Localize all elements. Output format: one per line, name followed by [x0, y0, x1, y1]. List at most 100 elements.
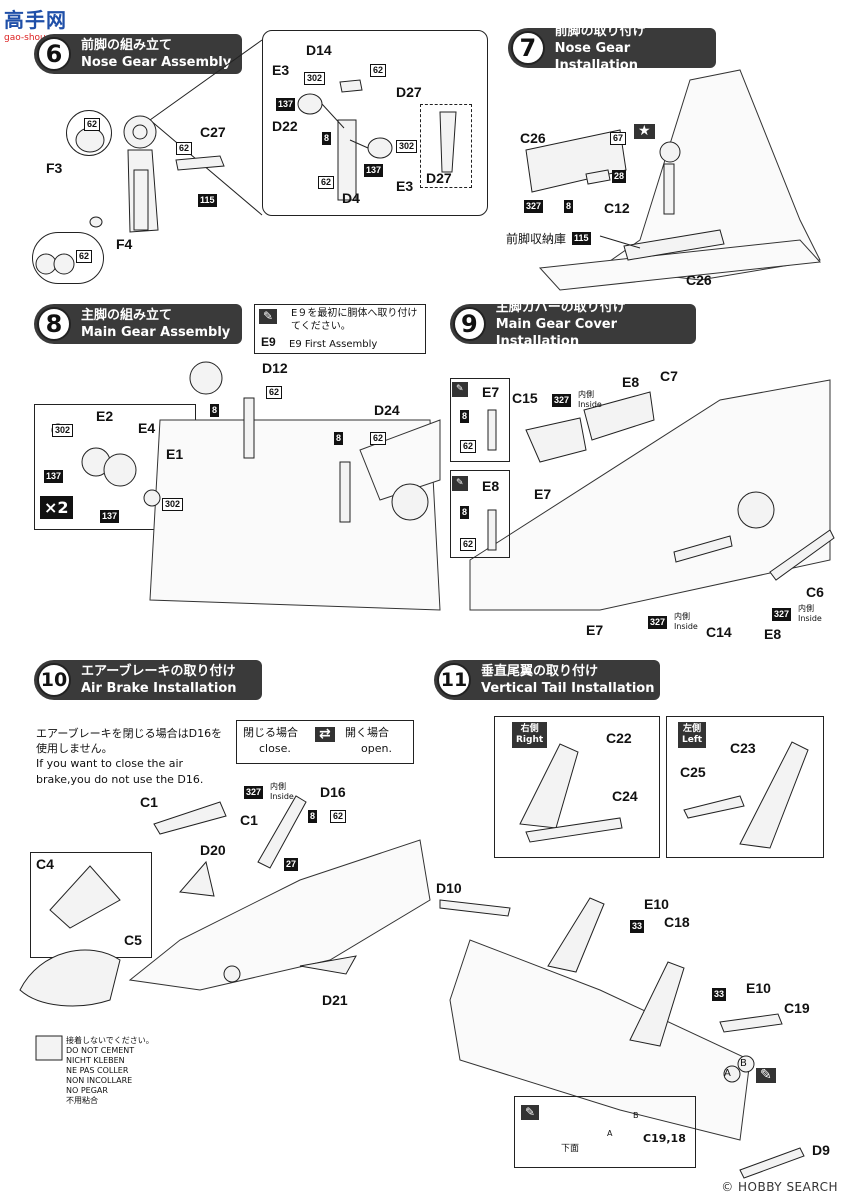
right-label-jp: 右側: [520, 724, 539, 734]
part-label: D27: [426, 170, 452, 186]
color-code: 62: [330, 810, 347, 823]
part-label: D20: [200, 842, 226, 858]
part-label: D22: [272, 118, 298, 134]
color-code: 62: [460, 538, 477, 551]
step-7-header: 7 前脚の取り付け Nose Gear Installation: [508, 24, 716, 73]
color-code: 62: [370, 432, 387, 445]
step-6-f4-callout: [32, 232, 104, 284]
no-cement-line: NON INCOLLARE: [66, 1076, 133, 1085]
down-label: 下面: [561, 1144, 580, 1154]
part-label: D27: [396, 84, 422, 100]
step-6-title-jp: 前脚の組み立て: [81, 38, 173, 53]
step-6-header: 6 前脚の組み立て Nose Gear Assembly: [34, 34, 242, 74]
color-code: 8: [460, 410, 470, 423]
part-label: D24: [374, 402, 400, 418]
watermark: © HOBBY SEARCH: [721, 1180, 838, 1194]
color-code: 62: [176, 142, 193, 155]
left-tag: 左側 Left: [678, 722, 707, 748]
color-code: 62: [266, 386, 283, 399]
part-label: C1: [240, 812, 258, 828]
part-label: C19: [784, 1000, 810, 1016]
left-label-jp: 左側: [683, 724, 702, 734]
marker-label: B: [633, 1111, 639, 1120]
color-code: 8: [210, 404, 220, 417]
color-code: 137: [364, 164, 384, 177]
color-code: 302: [52, 424, 74, 437]
inside-label-jp: 内側: [798, 604, 814, 613]
part-label: E10: [644, 896, 669, 912]
step-11-number: 11: [437, 663, 471, 697]
color-code: 8: [308, 810, 318, 823]
inside-label-en: Inside: [798, 614, 822, 623]
step-9-number: 9: [453, 307, 486, 341]
step-10-note-en: If you want to close the air brake,you d…: [36, 757, 204, 786]
part-label: E8: [764, 626, 782, 642]
quantity-badge: ×2: [40, 496, 73, 519]
left-label-en: Left: [682, 735, 703, 745]
color-code: 8: [334, 432, 344, 445]
step-10-note-jp: エアーブレーキを閉じる場合はD16を使用しません。: [36, 727, 223, 755]
step-9-e8-frame: [450, 470, 510, 558]
step-11-title-en: Vertical Tail Installation: [481, 681, 655, 696]
part-label: C22: [606, 730, 632, 746]
star-icon: ★: [634, 124, 655, 139]
step-11-title-jp: 垂直尾翼の取り付け: [481, 664, 599, 679]
no-cement-line: DO NOT CEMENT: [66, 1046, 135, 1055]
step-8-number: 8: [37, 307, 71, 341]
inside-label-jp: 内側: [674, 612, 690, 621]
step-9-title-en: Main Gear Cover Installation: [495, 316, 618, 349]
part-label: E7: [482, 384, 500, 400]
color-code: 137: [100, 510, 120, 523]
inside-label-en: Inside: [674, 622, 698, 631]
color-code: 115: [198, 194, 217, 207]
open-label-en: open.: [361, 742, 392, 755]
step-9-header: 9 主脚カバーの取り付け Main Gear Cover Installatio…: [450, 300, 696, 349]
part-label: C26: [520, 130, 546, 146]
color-code: 302: [162, 498, 184, 511]
color-code: 137: [276, 98, 296, 111]
color-code: 327: [772, 608, 792, 621]
color-code: 8: [460, 506, 470, 519]
logo-title: 高手网: [4, 8, 67, 32]
part-label: E4: [138, 420, 156, 436]
color-code: 33: [712, 988, 727, 1001]
step-9-title-jp: 主脚カバーの取り付け: [495, 299, 626, 315]
step-6-title-en: Nose Gear Assembly: [81, 55, 232, 70]
close-label-en: close.: [259, 742, 291, 755]
color-code: 28: [612, 170, 627, 183]
part-label: C23: [730, 740, 756, 756]
part-label: C14: [706, 624, 732, 640]
right-tag: 右側 Right: [512, 722, 548, 748]
part-label: C1: [140, 794, 158, 810]
step-8-note-box: ✎ E９を最初に胴体へ取り付けてください。 E9 E9 First Assemb…: [254, 304, 426, 354]
open-label-jp: 開く場合: [345, 726, 389, 739]
part-label: E3: [272, 62, 290, 78]
step-11-right-frame: [494, 716, 660, 858]
step-8-note-en: E9 First Assembly: [289, 339, 378, 350]
step-8-title-jp: 主脚の組み立て: [81, 308, 173, 323]
color-code: 115: [572, 232, 591, 245]
part-label: D4: [342, 190, 360, 206]
no-cement-line: 不用粘合: [66, 1096, 98, 1105]
part-label: D12: [262, 360, 288, 376]
step-11-header: 11 垂直尾翼の取り付け Vertical Tail Installation: [434, 660, 660, 700]
inside-label-jp: 内側: [270, 782, 286, 791]
step-8-header: 8 主脚の組み立て Main Gear Assembly: [34, 304, 242, 344]
no-cement-line: NICHT KLEBEN: [66, 1056, 125, 1065]
step-7-title-en: Nose Gear Installation: [554, 40, 638, 73]
color-code: 33: [630, 920, 645, 933]
part-label: C27: [200, 124, 226, 140]
color-code: 302: [304, 72, 326, 85]
step-8-note-part: E9: [261, 335, 276, 349]
color-code: 67: [610, 132, 627, 145]
paint-icon: ✎: [756, 1068, 776, 1083]
color-code: 302: [396, 140, 418, 153]
part-label: D16: [320, 784, 346, 800]
step-7-number: 7: [511, 31, 545, 65]
step-8-note-jp: E９を最初に胴体へ取り付けてください。: [291, 308, 418, 332]
step-6-detail-frame: [262, 30, 488, 216]
